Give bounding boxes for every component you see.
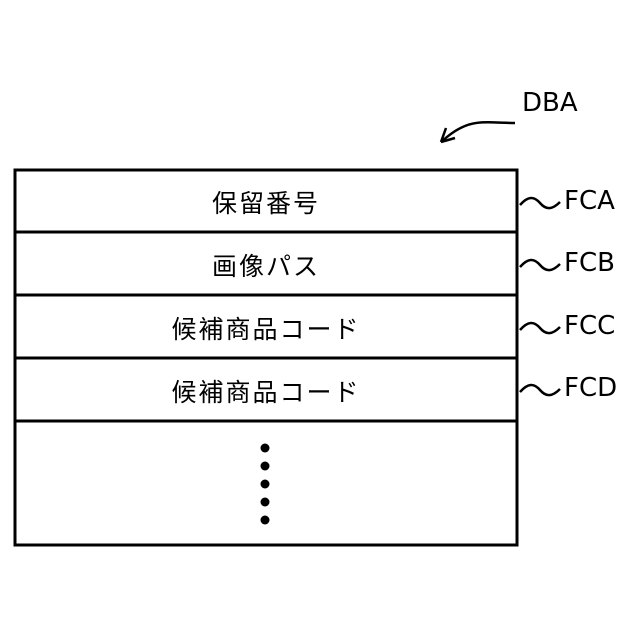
field-ref-fcc: FCC [564, 311, 615, 341]
fcb-leader-line [520, 260, 560, 270]
continuation-dots [261, 444, 270, 525]
field-hold-number: 保留番号 [15, 172, 517, 232]
field-ref-fcd: FCD [564, 373, 617, 403]
fcd-leader-line [520, 385, 560, 395]
field-ref-fca: FCA [564, 186, 615, 216]
fcc-leader-line [520, 323, 560, 333]
field-ref-fcb: FCB [564, 248, 615, 278]
database-label: DBA [522, 88, 578, 118]
fca-leader-line [520, 198, 560, 208]
field-image-path: 画像パス [15, 234, 517, 295]
field-candidate-product-code-1: 候補商品コード [15, 297, 517, 358]
field-candidate-product-code-2: 候補商品コード [15, 360, 517, 421]
